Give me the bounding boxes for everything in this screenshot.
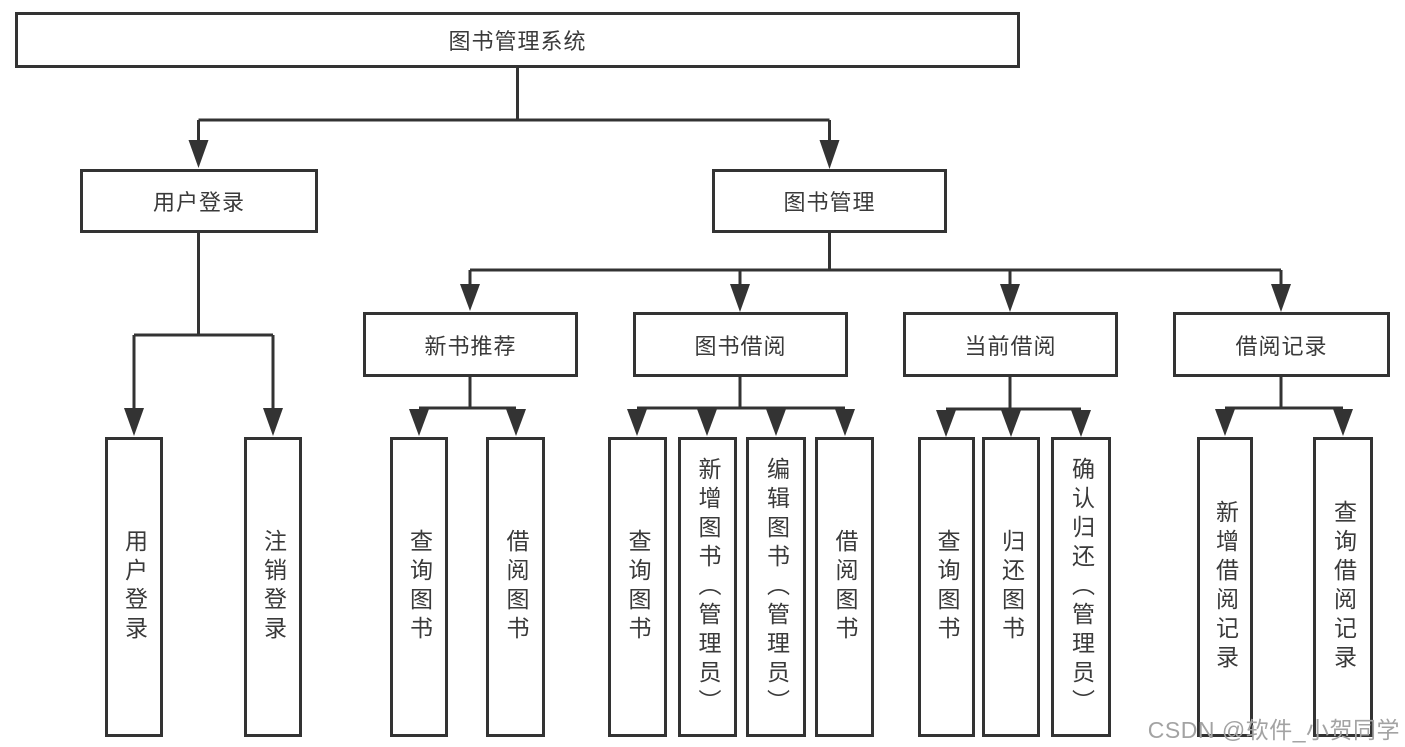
node-borrow-records-label: 借阅记录 bbox=[1235, 333, 1328, 359]
node-borrow-records: 借阅记录 bbox=[1173, 312, 1390, 377]
leaf-add-book-admin-label: 新增图书（管理员） bbox=[695, 456, 721, 718]
connector-user-login-to-children bbox=[124, 233, 283, 436]
connector-root-to-level2 bbox=[188, 68, 840, 169]
leaf-current-query-label: 查询图书 bbox=[934, 529, 960, 645]
leaf-borrow-query-label: 查询图书 bbox=[625, 529, 651, 645]
connector-book-borrow-to-children bbox=[627, 377, 855, 436]
node-book-borrow-label: 图书借阅 bbox=[694, 333, 787, 359]
leaf-edit-book-admin-label: 编辑图书（管理员） bbox=[763, 456, 790, 718]
leaf-return-book: 归还图书 bbox=[982, 437, 1040, 737]
leaf-new-books-query: 查询图书 bbox=[390, 437, 448, 737]
leaf-edit-book-admin: 编辑图书（管理员） bbox=[746, 437, 806, 737]
leaf-borrow-query: 查询图书 bbox=[608, 437, 667, 737]
connector-book-mgmt-to-level3 bbox=[460, 233, 1291, 312]
connector-new-books-to-children bbox=[409, 377, 526, 436]
node-user-login-label: 用户登录 bbox=[152, 190, 245, 215]
leaf-return-book-label: 归还图书 bbox=[998, 529, 1025, 645]
node-new-books: 新书推荐 bbox=[363, 312, 578, 377]
leaf-borrow-book: 借阅图书 bbox=[815, 437, 874, 737]
leaf-add-book-admin: 新增图书（管理员） bbox=[678, 437, 737, 737]
node-book-mgmt-label: 图书管理 bbox=[783, 190, 876, 215]
leaf-confirm-return-admin-label: 确认归还（管理员） bbox=[1068, 456, 1095, 718]
node-book-mgmt: 图书管理 bbox=[712, 169, 947, 233]
leaf-query-borrow-record-label: 查询借阅记录 bbox=[1330, 500, 1357, 674]
leaf-new-books-query-label: 查询图书 bbox=[406, 529, 433, 645]
leaf-new-books-borrow: 借阅图书 bbox=[486, 437, 545, 737]
leaf-add-borrow-record-label: 新增借阅记录 bbox=[1212, 500, 1239, 674]
leaf-current-query: 查询图书 bbox=[918, 437, 975, 737]
leaf-user-login: 用户登录 bbox=[105, 437, 163, 737]
node-new-books-label: 新书推荐 bbox=[424, 333, 517, 359]
watermark: CSDN @软件_小贺同学 bbox=[1147, 717, 1400, 743]
node-current-borrow: 当前借阅 bbox=[903, 312, 1118, 377]
leaf-logout: 注销登录 bbox=[244, 437, 302, 737]
connector-current-borrow-to-children bbox=[936, 377, 1091, 437]
leaf-query-borrow-record: 查询借阅记录 bbox=[1313, 437, 1373, 737]
leaf-user-login-label: 用户登录 bbox=[121, 529, 148, 645]
node-root: 图书管理系统 bbox=[15, 12, 1020, 68]
node-book-borrow: 图书借阅 bbox=[633, 312, 848, 377]
connector-borrow-records-to-children bbox=[1215, 377, 1353, 436]
leaf-new-books-borrow-label: 借阅图书 bbox=[503, 529, 529, 645]
node-root-label: 图书管理系统 bbox=[448, 29, 587, 54]
node-current-borrow-label: 当前借阅 bbox=[964, 333, 1057, 359]
leaf-confirm-return-admin: 确认归还（管理员） bbox=[1051, 437, 1111, 737]
leaf-logout-label: 注销登录 bbox=[260, 529, 287, 645]
node-user-login: 用户登录 bbox=[80, 169, 318, 233]
leaf-add-borrow-record: 新增借阅记录 bbox=[1197, 437, 1253, 737]
leaf-borrow-book-label: 借阅图书 bbox=[832, 529, 858, 645]
